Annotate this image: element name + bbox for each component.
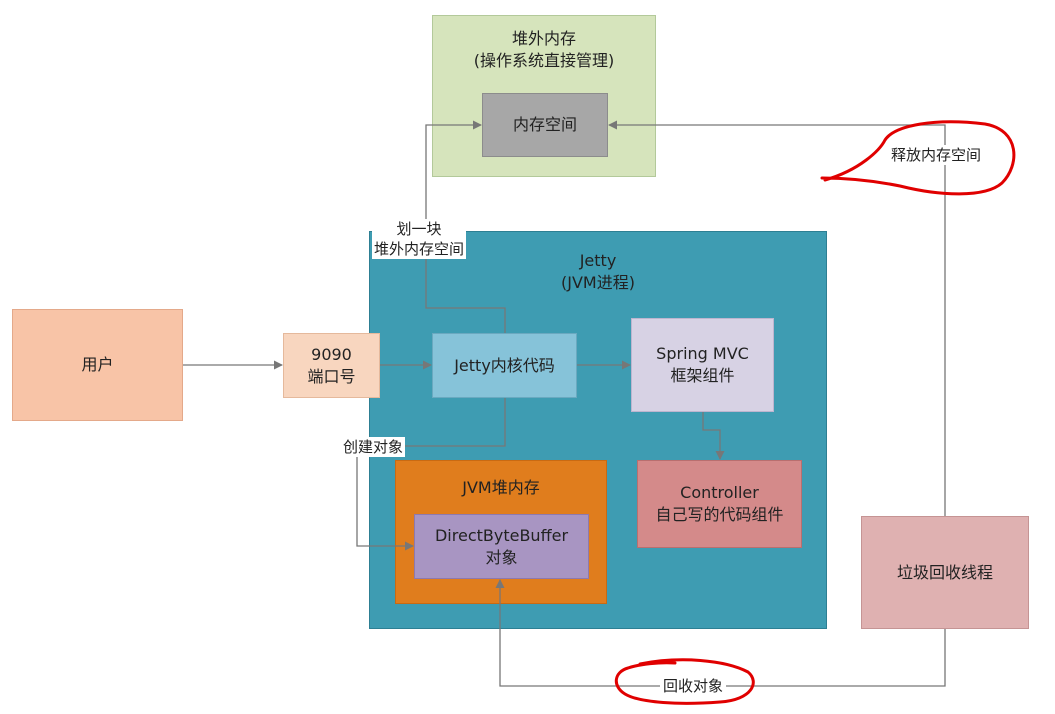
arrow-spring-controller: [702, 412, 725, 460]
user-label: 用户: [81, 355, 114, 374]
offheap-subtitle: (操作系统直接管理): [473, 51, 615, 70]
jetty-core-box: Jetty内核代码: [432, 333, 577, 398]
allocate-label: 划一块 堆外内存空间: [372, 219, 467, 259]
controller-name: Controller: [680, 483, 759, 502]
jetty-title: Jetty: [579, 251, 617, 270]
user-box: 用户: [12, 309, 183, 421]
controller-box: Controller 自己写的代码组件: [637, 460, 802, 548]
spring-mvc-box: Spring MVC 框架组件: [631, 318, 774, 412]
reclaim-annotation-scribble: [614, 658, 755, 705]
directbytebuffer-name: DirectByteBuffer: [434, 525, 569, 545]
release-annotation-scribble: [820, 120, 1016, 196]
controller-desc: 自己写的代码组件: [655, 505, 784, 524]
spring-mvc-desc: 框架组件: [670, 366, 735, 385]
jetty-core-label: Jetty内核代码: [454, 355, 555, 375]
memory-space-label: 内存空间: [512, 115, 577, 134]
offheap-title: 堆外内存: [511, 29, 576, 48]
gc-thread-label: 垃圾回收线程: [896, 562, 993, 582]
memory-space-box: 内存空间: [482, 93, 608, 157]
jvm-heap-title: JVM堆内存: [462, 478, 540, 497]
gc-thread-box: 垃圾回收线程: [861, 516, 1029, 629]
arrow-allocate-offheap: [425, 120, 506, 333]
port-box: 9090 端口号: [283, 333, 380, 398]
jetty-subtitle: (JVM进程): [561, 273, 635, 292]
create-object-label: 创建对象: [341, 437, 406, 457]
arrow-reclaim-object: [495, 579, 946, 687]
arrow-create-object: [356, 398, 506, 551]
arrow-release-memory: [608, 120, 946, 516]
port-number: 9090: [311, 344, 352, 364]
spring-mvc-name: Spring MVC: [656, 344, 749, 363]
release-memory-label: 释放内存空间: [889, 145, 984, 165]
directbytebuffer-box: DirectByteBuffer 对象: [414, 514, 589, 579]
allocate-label-line1: 划一块: [396, 220, 442, 238]
allocate-label-line2: 堆外内存空间: [374, 240, 465, 258]
reclaim-object-label: 回收对象: [660, 676, 727, 696]
directbytebuffer-desc: 对象: [485, 547, 518, 567]
port-label: 端口号: [307, 366, 356, 386]
